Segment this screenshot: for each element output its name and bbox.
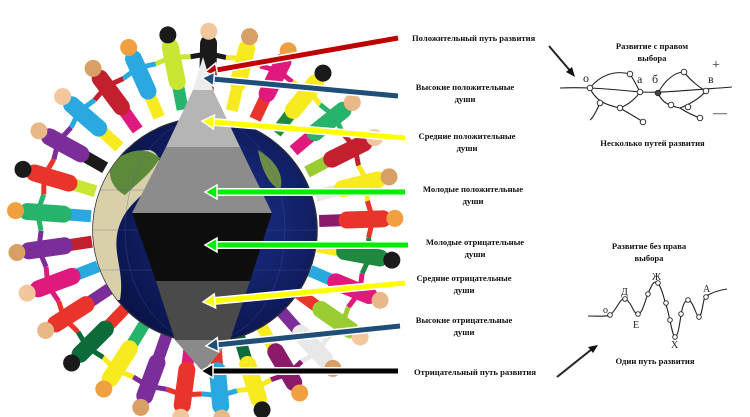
choice-point-label: в [708, 72, 714, 86]
single-point-label: Х [671, 340, 679, 351]
continent-europe [93, 150, 160, 300]
person-figure [154, 26, 191, 111]
band-young-negative [132, 213, 272, 281]
single-diagram-title: Развитие без права выбора [604, 240, 694, 264]
person-figure [30, 122, 109, 174]
title-line: выбора [634, 253, 664, 263]
label-line: Отрицательный путь развития [414, 367, 537, 377]
label-line: Высокие отрицательные [415, 315, 513, 325]
arrowhead-single [588, 345, 598, 353]
continent-green [109, 150, 160, 195]
single-path-diagram [556, 280, 728, 378]
label-line: души [453, 327, 475, 337]
person-figure [131, 333, 173, 416]
caption-text: Несколько путей развития [600, 138, 705, 148]
person-figure [54, 88, 124, 152]
arrow-0 [203, 34, 399, 78]
arrowhead-choice [566, 67, 575, 77]
continent-right [258, 150, 282, 190]
label-middle-negative: Средние отрицательные души [414, 272, 514, 296]
label-line: души [453, 285, 475, 295]
choice-diagram-caption: Несколько путей развития [590, 137, 715, 149]
label-negative-path: Отрицательный путь развития [414, 366, 536, 378]
single-point-label: Д [621, 287, 628, 298]
person-figure [233, 335, 273, 417]
arrow-2 [200, 113, 406, 142]
arrow-3 [203, 183, 405, 201]
arrowhead [200, 113, 216, 131]
band-middle-positive [166, 90, 240, 147]
label-middle-positive: Средние положительные души [412, 130, 522, 154]
label-positive-path: Положительный путь развития [412, 32, 535, 44]
person-figure [14, 158, 98, 198]
plus-sign: + [712, 58, 720, 73]
arrow-7 [199, 362, 398, 380]
soul-diamond [132, 57, 272, 372]
choice-point-label: а [637, 72, 643, 86]
band-young-positive [132, 147, 272, 213]
single-point-label: Ж [652, 272, 661, 283]
pointer-arrows [199, 34, 408, 380]
label-line: души [464, 249, 486, 259]
person-figure [95, 321, 150, 398]
caption-text: Один путь развития [615, 356, 695, 366]
single-point-label: о [603, 305, 608, 316]
person-figure [120, 39, 165, 120]
person-figure [7, 193, 92, 232]
people-ring [7, 22, 404, 417]
label-line: Молодые положительные [422, 184, 524, 194]
title-line: Развитие с правом [615, 41, 689, 51]
label-line: души [462, 196, 484, 206]
label-young-positive: Молодые положительные души [418, 183, 528, 207]
arrow-5 [201, 279, 406, 310]
person-figure [37, 284, 113, 340]
arrowhead [199, 362, 214, 380]
label-young-negative: Молодые отрицательные души [420, 236, 530, 260]
band-middle-negative [156, 281, 250, 340]
label-line: Положительный путь развития [412, 33, 536, 43]
arrowhead [200, 70, 216, 88]
choice-diagram-title: Развитие с правом выбора [607, 40, 697, 64]
person-figure [63, 304, 130, 372]
label-line: Средние положительные [418, 131, 516, 141]
label-high-positive: Высокие положительные души [410, 81, 520, 105]
arrow-1 [200, 70, 399, 100]
minus-sign: — [712, 106, 728, 121]
label-line: Средние отрицательные [416, 273, 512, 283]
single-diagram-caption: Один путь развития [605, 355, 705, 367]
label-line: души [454, 94, 476, 104]
title-line: Развитие без права [611, 241, 687, 251]
choice-point-label: о [583, 71, 589, 85]
pointer-arrow-choice [548, 45, 573, 74]
title-line: выбора [637, 53, 667, 63]
single-point-label: А [703, 284, 711, 295]
pointer-arrow-single [556, 348, 593, 378]
arrow-6 [204, 322, 401, 353]
label-high-negative: Высокие отрицательные души [414, 314, 514, 338]
choice-path-diagram [548, 45, 733, 126]
label-line: души [456, 143, 478, 153]
label-line: Молодые отрицательные [425, 237, 525, 247]
label-line: Высокие положительные [415, 82, 515, 92]
arrowhead [204, 336, 220, 353]
person-figure [84, 59, 143, 134]
choice-point-label: б [652, 72, 658, 86]
arrow-4 [203, 236, 408, 254]
arrowhead [203, 236, 218, 254]
person-figure [318, 200, 404, 239]
single-point-label: Е [633, 320, 639, 331]
arrowhead [203, 183, 218, 201]
arrowhead [201, 292, 217, 310]
person-figure [8, 230, 93, 268]
person-figure [18, 260, 101, 303]
